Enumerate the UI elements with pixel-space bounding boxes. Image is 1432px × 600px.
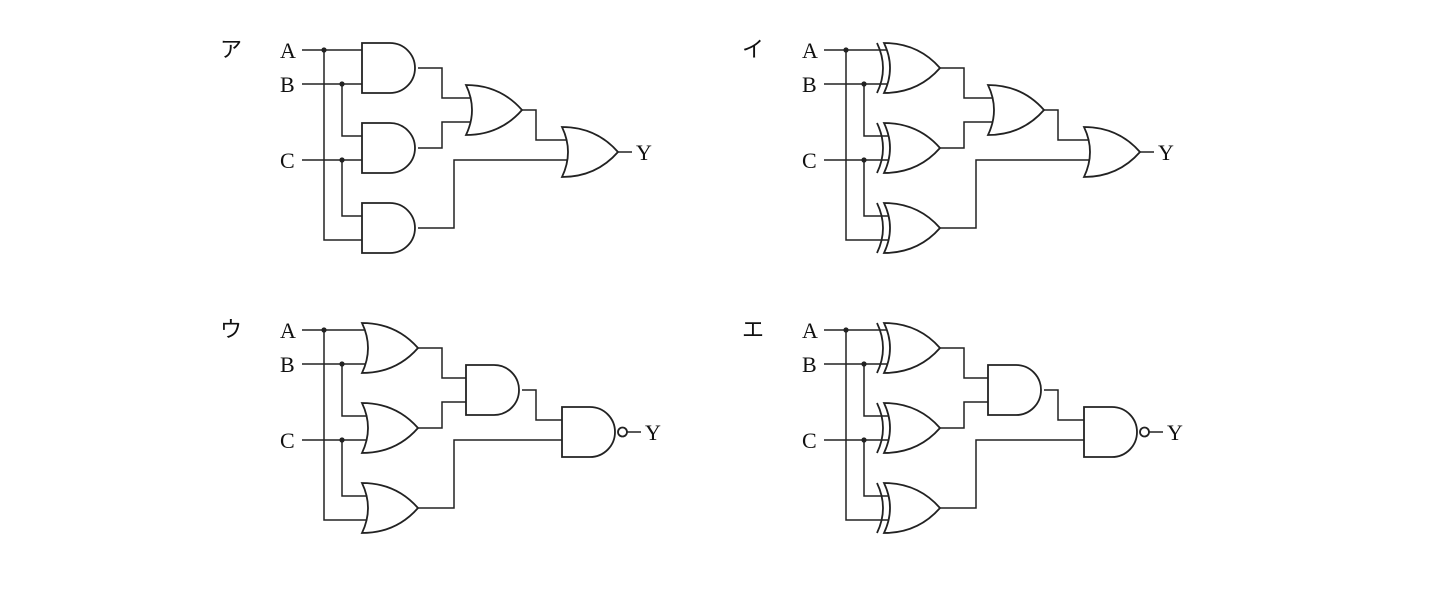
input-label-c: C [802, 148, 817, 173]
xor-input-bar [876, 322, 884, 374]
junction-dot [861, 81, 867, 87]
gate-stage2-or [464, 84, 524, 136]
wire-bus-a [323, 50, 362, 241]
gate-stage1-xor [882, 202, 942, 254]
wire-gate1-to-gate2 [418, 67, 471, 99]
wire-gate1-to-gate2 [418, 347, 466, 379]
wire-gate1-to-gate2 [940, 347, 988, 379]
junction-dot [861, 157, 867, 163]
wire-gate1-to-gate2 [940, 67, 993, 99]
wire-bus-c [341, 440, 367, 497]
wire-bus-b [341, 84, 362, 137]
circuit-u: ウ AB C Y [220, 318, 661, 534]
circuit-e: エ AB C Y [742, 318, 1183, 534]
wire-gate2-to-gate2 [418, 121, 471, 149]
junction-dot [339, 361, 345, 367]
wire-bus-a [845, 330, 888, 521]
wire-gate2-to-final [522, 389, 562, 421]
output-label-y: Y [645, 420, 661, 445]
junction-dot [843, 47, 849, 53]
output-label-y: Y [1158, 140, 1174, 165]
input-label-b: B [280, 72, 295, 97]
output-label-y: Y [1167, 420, 1183, 445]
gate-stage1-and [361, 202, 416, 254]
wire-gate3-to-final [940, 159, 1089, 229]
gate-stage1-xor [882, 322, 942, 374]
input-label-a: A [802, 38, 818, 63]
junction-dot [321, 47, 327, 53]
wire-bus-b [863, 364, 888, 417]
gate-stage2-or [986, 84, 1046, 136]
gate-final-or [560, 126, 620, 178]
gate-final-or [1082, 126, 1142, 178]
inversion-bubble [1139, 426, 1150, 438]
gate-stage1-xor [882, 402, 942, 454]
junction-dot [861, 361, 867, 367]
inversion-bubble [617, 426, 628, 438]
gate-stage2-and [987, 364, 1042, 416]
wire-gate2-to-gate2 [418, 401, 466, 429]
junction-dot [861, 437, 867, 443]
wire-gate3-to-final [940, 439, 1084, 509]
wire-bus-c [341, 160, 362, 217]
wire-gate2-to-gate2 [940, 121, 993, 149]
circuit-label: ウ [220, 318, 242, 343]
xor-input-bar [876, 122, 884, 174]
output-label-y: Y [636, 140, 652, 165]
input-label-b: B [280, 352, 295, 377]
circuit-i: イ AB C Y [742, 38, 1174, 254]
gate-stage1-or [360, 482, 420, 534]
circuit-label: イ [742, 38, 764, 63]
input-label-a: A [280, 38, 296, 63]
wire-gate2-to-gate2 [940, 401, 988, 429]
junction-dot [843, 327, 849, 333]
wire-bus-a [845, 50, 888, 241]
wire-gate2-to-final [1044, 109, 1089, 141]
input-label-b: B [802, 352, 817, 377]
wire-bus-c [863, 160, 888, 217]
gate-stage1-and [361, 122, 416, 174]
wire-bus-b [341, 364, 367, 417]
junction-dot [339, 157, 345, 163]
junction-dot [339, 437, 345, 443]
gate-stage1-xor [882, 42, 942, 94]
input-label-c: C [280, 428, 295, 453]
gate-final-and [561, 406, 616, 458]
junction-dot [339, 81, 345, 87]
gate-final-and [1083, 406, 1138, 458]
input-label-a: A [280, 318, 296, 343]
circuit-label: エ [742, 318, 764, 343]
circuit-label: ア [220, 38, 242, 63]
xor-input-bar [876, 42, 884, 94]
xor-input-bar [876, 482, 884, 534]
gate-stage1-xor [882, 482, 942, 534]
gate-stage1-and [361, 42, 416, 94]
gate-stage2-and [465, 364, 520, 416]
junction-dot [321, 327, 327, 333]
wire-gate3-to-final [418, 439, 562, 509]
wire-bus-a [323, 330, 367, 521]
wire-bus-b [863, 84, 888, 137]
wire-bus-c [863, 440, 888, 497]
gate-stage1-or [360, 402, 420, 454]
xor-input-bar [876, 202, 884, 254]
input-label-b: B [802, 72, 817, 97]
wire-gate3-to-final [418, 159, 567, 229]
xor-input-bar [876, 402, 884, 454]
input-label-a: A [802, 318, 818, 343]
input-label-c: C [280, 148, 295, 173]
wire-gate2-to-final [522, 109, 567, 141]
input-label-c: C [802, 428, 817, 453]
wire-gate2-to-final [1044, 389, 1084, 421]
gate-stage1-xor [882, 122, 942, 174]
circuit-a: ア AB C Y [220, 38, 652, 254]
gate-stage1-or [360, 322, 420, 374]
